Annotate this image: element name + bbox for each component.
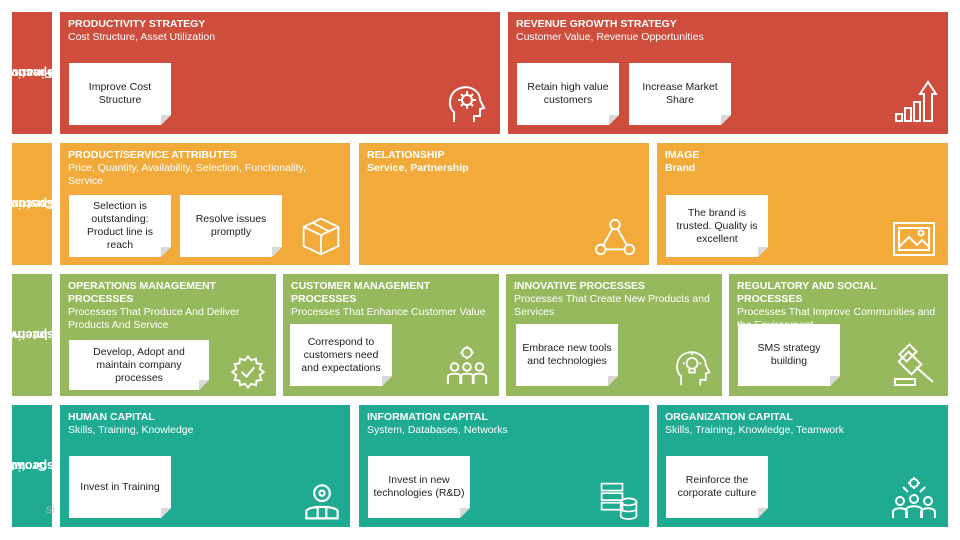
- picture-icon: [891, 217, 937, 263]
- database-icon: [599, 481, 639, 521]
- panel-human-capital: HUMAN CAPITAL Skills, Training, Knowledg…: [60, 405, 350, 527]
- sticky-note: Retain high value customers: [517, 63, 619, 125]
- panel-innovative-processes: INNOVATIVE PROCESSES Processes That Crea…: [506, 274, 722, 396]
- panel-relationship: RELATIONSHIP Service, Partnership: [359, 143, 649, 265]
- panel-title: ORGANIZATION CAPITAL: [665, 411, 793, 423]
- panel-title: IMAGE: [665, 149, 700, 161]
- panel-title: REGULATORY AND SOCIAL PROCESSES: [737, 280, 877, 305]
- panel-subtitle: Cost Structure, Asset Utilization: [68, 31, 216, 43]
- panel-title: PRODUCT/SERVICE ATTRIBUTES: [68, 149, 237, 161]
- panel-title: RELATIONSHIP: [367, 149, 445, 161]
- panel-regulatory-social-processes: REGULATORY AND SOCIAL PROCESSES Processe…: [729, 274, 948, 396]
- panel-title: INFORMATION CAPITAL: [367, 411, 488, 423]
- panel-subtitle: Processes That Produce And Deliver Produ…: [68, 306, 240, 331]
- panel-subtitle: Price, Quantity, Availability, Selection…: [68, 162, 306, 187]
- panel-subtitle: Processes That Enhance Customer Value: [291, 306, 486, 318]
- person-icon: [302, 481, 342, 521]
- panel-revenue-growth-strategy: REVENUE GROWTH STRATEGY Customer Value, …: [508, 12, 948, 134]
- sticky-note: Invest in new technologies (R&D): [368, 456, 470, 518]
- footer-text: SI: [46, 505, 55, 515]
- panel-title: PRODUCTIVITY STRATEGY: [68, 18, 206, 30]
- sticky-note: The brand is trusted. Quality is excelle…: [666, 195, 768, 257]
- sticky-note: Correspond to customers need and expecta…: [290, 324, 392, 386]
- panel-title: OPERATIONS MANAGEMENT PROCESSES: [68, 280, 216, 305]
- panel-subtitle: Skills, Training, Knowledge: [68, 424, 194, 436]
- sticky-note: Increase Market Share: [629, 63, 731, 125]
- team-gear-icon: [445, 344, 489, 388]
- sticky-note: SMS strategy building: [738, 324, 840, 386]
- sticky-note: Reinforce the corporate culture: [666, 456, 768, 518]
- panel-product-service-attributes: PRODUCT/SERVICE ATTRIBUTES Price, Quanti…: [60, 143, 350, 265]
- panel-subtitle: Customer Value, Revenue Opportunities: [516, 31, 704, 43]
- panel-subtitle: System, Databases, Networks: [367, 424, 508, 436]
- sticky-note: Selection is outstanding: Product line i…: [69, 195, 171, 257]
- sticky-note: Embrace new tools and technologies: [516, 324, 618, 386]
- panel-subtitle: Processes That Create New Products and S…: [514, 293, 710, 318]
- gavel-icon: [891, 342, 937, 388]
- group-gear-icon: [891, 475, 937, 521]
- sticky-note: Resolve issues promptly: [180, 195, 282, 257]
- growth-chart-icon: [892, 78, 938, 124]
- panel-subtitle: Brand: [665, 162, 696, 174]
- panel-image: IMAGE Brand The brand is trusted. Qualit…: [657, 143, 948, 265]
- panel-subtitle: Service, Partnership: [367, 162, 469, 174]
- panel-title: CUSTOMER MANAGEMENT PROCESSES: [291, 280, 431, 305]
- sticky-note: Invest in Training: [69, 456, 171, 518]
- panel-operations-management-processes: OPERATIONS MANAGEMENT PROCESSES Processe…: [60, 274, 276, 396]
- panel-subtitle: Skills, Training, Knowledge, Teamwork: [665, 424, 844, 436]
- network-icon: [593, 215, 637, 259]
- panel-title: HUMAN CAPITAL: [68, 411, 155, 423]
- panel-productivity-strategy: PRODUCTIVITY STRATEGY Cost Structure, As…: [60, 12, 500, 134]
- sticky-note: Improve Cost Structure: [69, 63, 171, 125]
- panel-information-capital: INFORMATION CAPITAL System, Databases, N…: [359, 405, 649, 527]
- sticky-note: Develop, Adopt and maintain company proc…: [69, 340, 209, 390]
- panel-customer-management-processes: CUSTOMER MANAGEMENT PROCESSES Processes …: [283, 274, 499, 396]
- panel-organization-capital: ORGANIZATION CAPITAL Skills, Training, K…: [657, 405, 948, 527]
- gear-check-icon: [230, 354, 266, 390]
- head-bulb-icon: [672, 346, 714, 388]
- box-icon: [300, 215, 342, 257]
- panel-title: REVENUE GROWTH STRATEGY: [516, 18, 677, 30]
- head-gear-icon: [444, 80, 490, 126]
- panel-title: INNOVATIVE PROCESSES: [514, 280, 645, 292]
